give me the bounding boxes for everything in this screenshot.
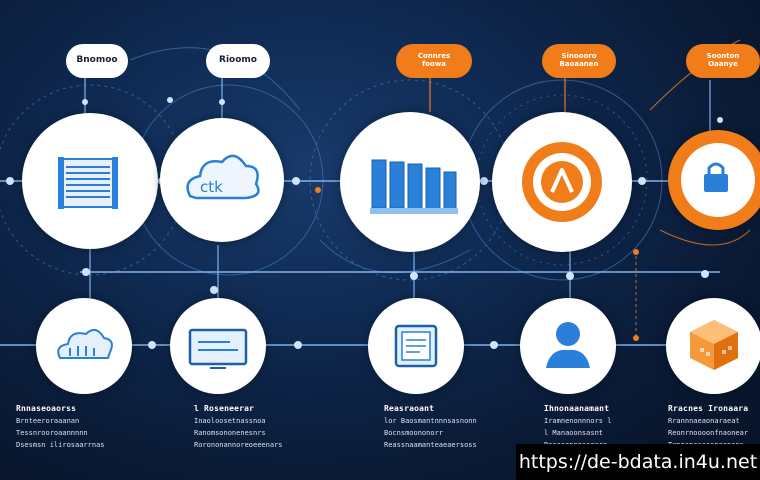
top-node-4[interactable] xyxy=(492,112,632,252)
pill-label-2[interactable]: Rioomo xyxy=(206,44,270,78)
caption-2: l Roseneerar Inaoloosetnassnoa Ranomsono… xyxy=(194,404,314,449)
pill-text: Soonton Oaanye xyxy=(706,52,740,68)
cloud-icon-text: ctk xyxy=(200,178,223,196)
pill-text: Rioomo xyxy=(219,55,257,66)
bottom-node-5[interactable] xyxy=(666,298,760,394)
pill-label-1[interactable]: Bnomoo xyxy=(66,44,128,78)
orange-dots xyxy=(315,187,639,341)
caption-line: Brnteeroraaanan xyxy=(16,417,80,425)
caption-line: Reonrnoooonfnaonear xyxy=(668,429,749,437)
caption-title: Rracnes Ironaara xyxy=(668,404,749,413)
database-columns-icon xyxy=(370,159,458,214)
orange-connectors xyxy=(429,78,566,112)
user-icon xyxy=(546,322,590,368)
pill-label-4[interactable]: Sinoooro Baoaanen xyxy=(542,44,616,78)
caption-4: Ihnonaanamant Iramnenonnnors l l Manaoon… xyxy=(544,404,664,449)
cloud-storage-icon xyxy=(57,328,113,359)
caption-title: l Roseneerar xyxy=(194,404,255,413)
caption-line: Ranomsononenesnrs xyxy=(194,429,266,437)
caption-line: Iramnenonnnors l xyxy=(544,417,612,425)
top-node-5[interactable] xyxy=(668,130,760,230)
orange-shield-icon xyxy=(522,142,602,222)
pill-text: Bnomoo xyxy=(76,55,118,66)
caption-title: Rnnaseoaorss xyxy=(16,404,77,413)
pill-text: Sinoooro Baoaanen xyxy=(559,52,599,68)
caption-title: Ihnonaanamant xyxy=(544,404,610,413)
caption-title: Reasraoant xyxy=(384,404,435,413)
caption-line: Rorononannoreoeeenars xyxy=(194,441,283,449)
watermark-url: https://de-bdata.in4u.net xyxy=(516,444,760,480)
caption-line: Inaoloosetnassnoa xyxy=(194,417,266,425)
cloud-icon: ctk xyxy=(186,154,260,200)
orange-cube-icon xyxy=(690,320,738,370)
bottom-node-1[interactable] xyxy=(36,298,132,394)
lock-icon xyxy=(681,143,755,217)
caption-line: Reassnaamanteaeaersoss xyxy=(384,441,477,449)
bottom-node-3[interactable] xyxy=(368,298,464,394)
caption-1: Rnnaseoaorss Brnteeroraaanan Tessnrooroa… xyxy=(16,404,136,449)
top-node-1[interactable] xyxy=(22,113,158,249)
bottom-node-4[interactable] xyxy=(520,298,616,394)
caption-3: Reasraoant lor Baosmantnnnsasnonn Bocnsm… xyxy=(384,404,504,449)
top-node-3[interactable] xyxy=(340,112,480,252)
monitor-icon xyxy=(188,328,248,369)
top-node-2[interactable]: ctk xyxy=(160,118,284,242)
caption-line: lor Baosmantnnnsasnonn xyxy=(384,417,477,425)
bottom-node-2[interactable] xyxy=(170,298,266,394)
server-rack-icon xyxy=(58,157,118,209)
caption-line: l Manaoonsasnt xyxy=(544,429,604,437)
pill-text: Connres foowa xyxy=(417,52,451,68)
caption-5: Rracnes Ironaara Rrannnaeaonaraeat Reonr… xyxy=(668,404,758,449)
document-icon xyxy=(394,324,438,368)
pill-label-5[interactable]: Soonton Oaanye xyxy=(686,44,760,78)
caption-line: Rrannnaeaonaraeat xyxy=(668,417,740,425)
caption-line: Bocnsmoononorr xyxy=(384,429,444,437)
caption-line: Dsesmsn ilirosaarrnas xyxy=(16,441,105,449)
pill-label-3[interactable]: Connres foowa xyxy=(396,44,472,78)
caption-line: Tessnrooroaannnnn xyxy=(16,429,88,437)
